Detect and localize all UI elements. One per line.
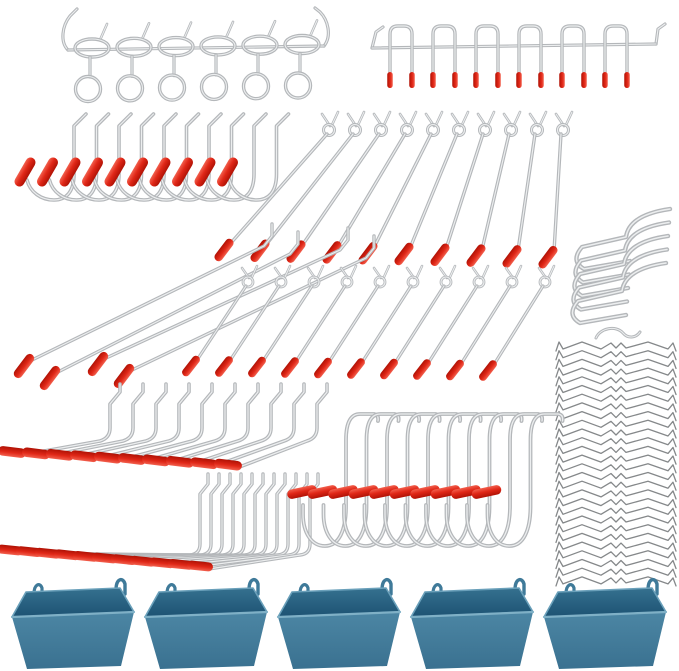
pegboard-bin — [143, 577, 269, 669]
pegboard-bin — [276, 577, 402, 669]
pegboard-bins — [10, 577, 668, 669]
ring-tool-holder-rack — [61, 6, 330, 104]
extra-long-double-hooks — [13, 222, 376, 391]
j-curve-hooks — [287, 412, 565, 548]
pegboard-bin — [409, 577, 535, 669]
pegboard-bin — [542, 577, 668, 669]
pegboard-bin — [10, 577, 136, 669]
curved-l-hooks — [14, 112, 291, 202]
long-pegboard-hooks — [214, 110, 574, 269]
medium-pegboard-hooks — [182, 264, 556, 381]
curved-bracket-stack — [570, 206, 673, 326]
offset-arm-hooks-lower — [0, 472, 320, 572]
spring-clip-stack — [555, 326, 677, 587]
multi-prong-rail — [370, 22, 667, 88]
offset-arm-hooks-upper — [0, 382, 329, 471]
